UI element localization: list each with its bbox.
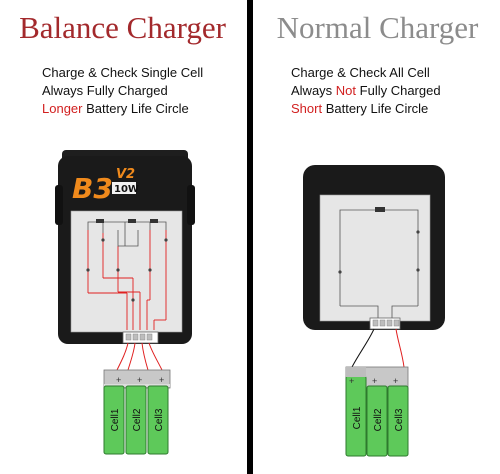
feature-item: Short Battery Life Circle <box>291 100 441 118</box>
battery-cell: Cell1 <box>103 385 125 455</box>
battery-cell: Cell2 <box>366 385 388 457</box>
normal-connector <box>351 317 405 368</box>
feature-highlight: Not <box>335 83 357 98</box>
feature-item: Longer Battery Life Circle <box>42 100 203 118</box>
balance-battery-pack: + + + Cell1 Cell2 Cell3 <box>103 369 171 455</box>
feature-text: Charge & Check Single Cell <box>42 65 204 80</box>
battery-cell: Cell3 <box>147 385 169 455</box>
svg-text:+: + <box>349 376 354 386</box>
normal-battery-pack: Cell1 Cell2 Cell3 + + + <box>345 366 409 457</box>
feature-text: Fully Charged <box>356 83 441 98</box>
feature-text: Battery Life Circle <box>82 101 189 116</box>
feature-highlight: Longer <box>42 101 83 116</box>
b3-logo: B3 V2 10W <box>72 167 139 205</box>
balance-circuit <box>87 221 167 247</box>
svg-text:+: + <box>372 376 377 386</box>
normal-charger-device <box>303 165 445 330</box>
svg-text:Cell2: Cell2 <box>132 408 143 431</box>
svg-text:+: + <box>116 375 121 385</box>
feature-item: Charge & Check Single Cell <box>42 64 203 82</box>
feature-text: Charge & Check All Cell <box>291 65 430 80</box>
feature-item: Always Fully Charged <box>42 82 203 100</box>
balance-connector <box>116 331 163 371</box>
normal-charger-title: Normal Charger <box>276 10 479 45</box>
svg-text:Cell2: Cell2 <box>373 408 384 431</box>
balance-feature-list: Charge & Check Single Cell Always Fully … <box>42 64 203 118</box>
svg-text:Cell1: Cell1 <box>110 408 121 431</box>
svg-text:Cell1: Cell1 <box>352 406 363 429</box>
feature-highlight: Short <box>291 101 323 116</box>
svg-text:V2: V2 <box>116 167 135 182</box>
feature-text: Always <box>291 83 336 98</box>
svg-text:10W: 10W <box>114 184 139 195</box>
svg-text:Cell3: Cell3 <box>154 408 165 431</box>
feature-item: Always Not Fully Charged <box>291 82 441 100</box>
feature-item: Charge & Check All Cell <box>291 64 441 82</box>
svg-text:+: + <box>159 375 164 385</box>
balance-charger-device: B3 V2 10W <box>55 150 195 344</box>
normal-feature-list: Charge & Check All Cell Always Not Fully… <box>291 64 441 118</box>
svg-text:+: + <box>137 375 142 385</box>
divider <box>247 0 253 474</box>
svg-text:+: + <box>393 376 398 386</box>
feature-text: Battery Life Circle <box>322 101 429 116</box>
feature-text: Always Fully Charged <box>42 83 168 98</box>
svg-text:B3: B3 <box>72 172 113 205</box>
battery-cell: Cell3 <box>387 385 409 457</box>
balance-wiring <box>87 230 167 330</box>
svg-text:Cell3: Cell3 <box>394 408 405 431</box>
balance-charger-title: Balance Charger <box>19 10 226 45</box>
battery-cell: Cell2 <box>125 385 147 455</box>
battery-cell: Cell1 <box>345 367 367 457</box>
